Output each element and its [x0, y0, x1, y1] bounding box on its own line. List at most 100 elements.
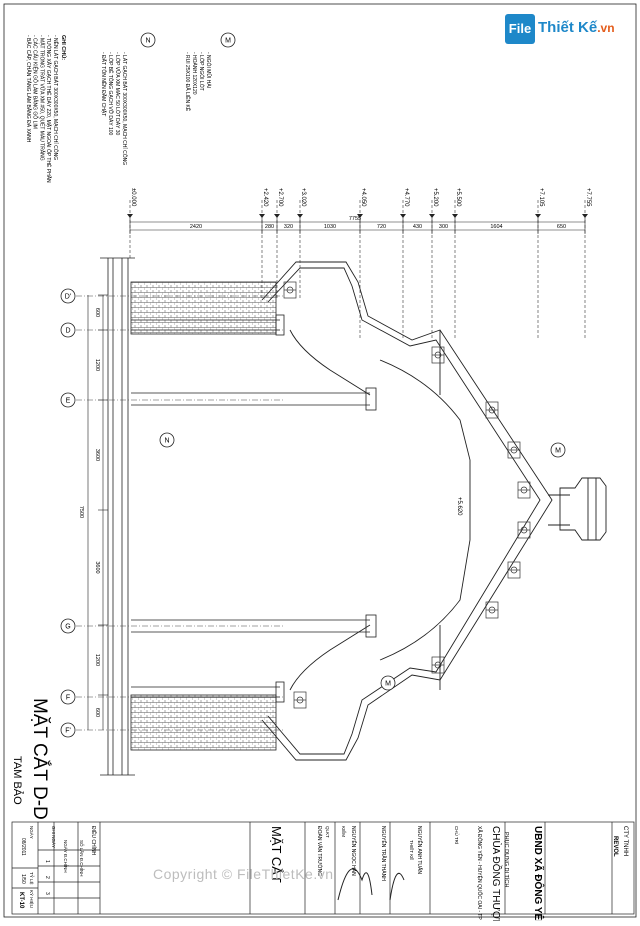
wall-upper: [130, 281, 277, 335]
axis-bubble: [60, 322, 76, 338]
scale-label: TỶ LỆ: [29, 872, 36, 885]
elevation-mark: [259, 214, 265, 218]
revision-col: GHI NGÀY: [51, 826, 57, 848]
roof-finial: [559, 477, 607, 541]
role-label: THIẾT KẾ: [409, 840, 415, 860]
copyright-watermark: Copyright © FileThietKe.vn: [153, 866, 334, 882]
note-line: - TƯỜNG XÂY GẠCH THẺ DÀY 220, MẶT NGOÀI …: [45, 35, 52, 183]
elevation-lines: ±0.000 +2.420 +2.700 +3.020 +4.050 +4.770 +5.2…: [127, 188, 591, 340]
logo-name: Thiết Kế: [538, 19, 598, 36]
revision-row: 1: [44, 860, 50, 863]
sheet-no: KT-10: [18, 892, 24, 909]
dimension-label-v: 3600: [94, 449, 100, 461]
elevation-label: +4.770: [403, 188, 409, 207]
project-location: XÃ ĐÔNG YÊN - HUYỆN QUỐC OAI - TP HÀ NỘI: [476, 826, 484, 921]
tag-n: N: [145, 38, 150, 45]
axis-label: E: [66, 398, 71, 405]
logo-mark: File: [505, 14, 535, 44]
legend-m: M - NGÓI MŨI HÀI- LỚP NGÓI LÓT- HOÀNH 12…: [184, 32, 236, 112]
legend-n-line: - LỚP VỮA XM MÁC 50 LÓT DÀY 30: [114, 52, 121, 136]
company-name: REVOL: [612, 836, 618, 857]
elevation-label: +5.200: [432, 188, 438, 207]
dimension-label-v: 1200: [94, 654, 100, 666]
callout-m-label: M: [555, 448, 561, 455]
elevation-mark: [429, 214, 435, 218]
axis-label: G: [65, 624, 70, 631]
role-label: KIỂM: [341, 826, 347, 837]
note-line: - CÁC CẤU KIỆN GỖ LÀM BẰNG GỖ LIM: [32, 35, 40, 129]
sheet-no-label: KÝ HIỆU: [29, 890, 36, 908]
date: 08/2011: [20, 838, 26, 856]
legend-m-line: - LỚP NGÓI LÓT: [198, 52, 205, 91]
elevation-mark: [357, 214, 363, 218]
legend-m-line: - RUI 25X100 ĐÃ LIỀN KỀ: [184, 52, 191, 112]
axis-label: D': [65, 294, 71, 301]
role-label: QLKT: [325, 826, 330, 838]
note-line: - BẬC CẤP, CHÂN TẢNG LÀM BẰNG ĐÁ XANH: [25, 35, 33, 143]
logo-suffix: .vn: [597, 21, 615, 35]
elevation-mark: [452, 214, 458, 218]
elevation-mark: [297, 214, 303, 218]
title-sub: TAM BẢO: [11, 756, 24, 805]
title-main: MẶT CẮT D-D: [29, 698, 51, 820]
notes-block: GHI CHÚ: - NỀN LÁT GẠCH BÁT 300X300X50, …: [25, 35, 67, 183]
logo-text: Thiết Kế.vn: [538, 19, 615, 36]
elevation-label: ±0.000: [130, 188, 136, 207]
revision-header: ĐIỀU CHỈNH: [90, 826, 97, 856]
columns: [131, 314, 377, 703]
elevation-label: +2.420: [262, 188, 268, 207]
dimension-label: 280: [265, 224, 274, 230]
dimension-label: 2420: [190, 224, 202, 230]
dimension-label: 1030: [324, 224, 336, 230]
legend-n-line: - LÁT GẠCH BÁT 300X300X50, MẠCH CHỈ CÔNG: [121, 52, 128, 165]
site-logo[interactable]: File Thiết Kế.vn: [505, 14, 615, 44]
elevation-label: +5.500: [455, 188, 461, 207]
dimension-label: 720: [377, 224, 386, 230]
axis-label: D: [65, 328, 70, 335]
dimension-label: 650: [557, 224, 566, 230]
elevation-label: +4.050: [360, 188, 366, 207]
date-label: NGÀY: [29, 826, 35, 839]
roof-brackets: [283, 281, 531, 709]
legend-n-line: - ĐẤT TÔN NỀN ĐẦM CHẶT: [100, 52, 107, 116]
legend-m-line: - HOÀNH 120X120: [191, 52, 198, 95]
dimension-label-v: 1200: [94, 359, 100, 371]
elevation-label: +3.020: [300, 188, 306, 207]
dimension-label: 320: [284, 224, 293, 230]
role-label: CHỦ TRÌ: [454, 826, 460, 844]
elevation-label: +7.105: [538, 188, 544, 207]
legend-n-line: - LỚP BÊ TÔNG GẠCH VỠ DÀY 100: [107, 52, 115, 136]
person-name: NGUYỄN ANH TUẤN: [416, 826, 423, 874]
axis-bubble: [60, 392, 76, 408]
legend-n: N - LÁT GẠCH BÁT 300X300X50, MẠCH CHỈ CÔ…: [100, 32, 156, 165]
dimension-label: 1604: [490, 224, 502, 230]
legend-m-line: - NGÓI MŨI HÀI: [205, 52, 212, 88]
revision-col: NGÀY Đ.CHỈNH: [63, 840, 69, 873]
dimension-label-v: 600: [94, 708, 100, 717]
callout-n: N: [159, 432, 175, 448]
elevation-mark: [400, 214, 406, 218]
elevation-mark: [274, 214, 280, 218]
dimension-label: 430: [413, 224, 422, 230]
person-name: NGUYỄN TRẦN THÀNH: [380, 826, 387, 881]
revision-row: 3: [44, 892, 50, 895]
person-name: ĐOÀN VĂN TRƯỜNG: [316, 826, 323, 876]
tag-m: M: [225, 38, 231, 45]
callout-m-label-2: M: [385, 681, 391, 688]
sheet-border: [3, 3, 637, 918]
elevation-mark: [582, 214, 588, 218]
signature: [337, 868, 405, 901]
axis-bubble: [60, 618, 76, 634]
wall-lower: [130, 694, 277, 751]
callout-m-1: M: [550, 442, 566, 458]
sheet-title: MẶT CẮT: [269, 826, 284, 883]
axis-label: F: [66, 695, 70, 702]
elevation-label: +2.700: [277, 188, 283, 207]
person-name: NGUYỄN NGỌC HÂN: [350, 826, 357, 876]
axis-bubble: [60, 288, 76, 304]
dimension-total-v: 7500: [78, 506, 84, 518]
